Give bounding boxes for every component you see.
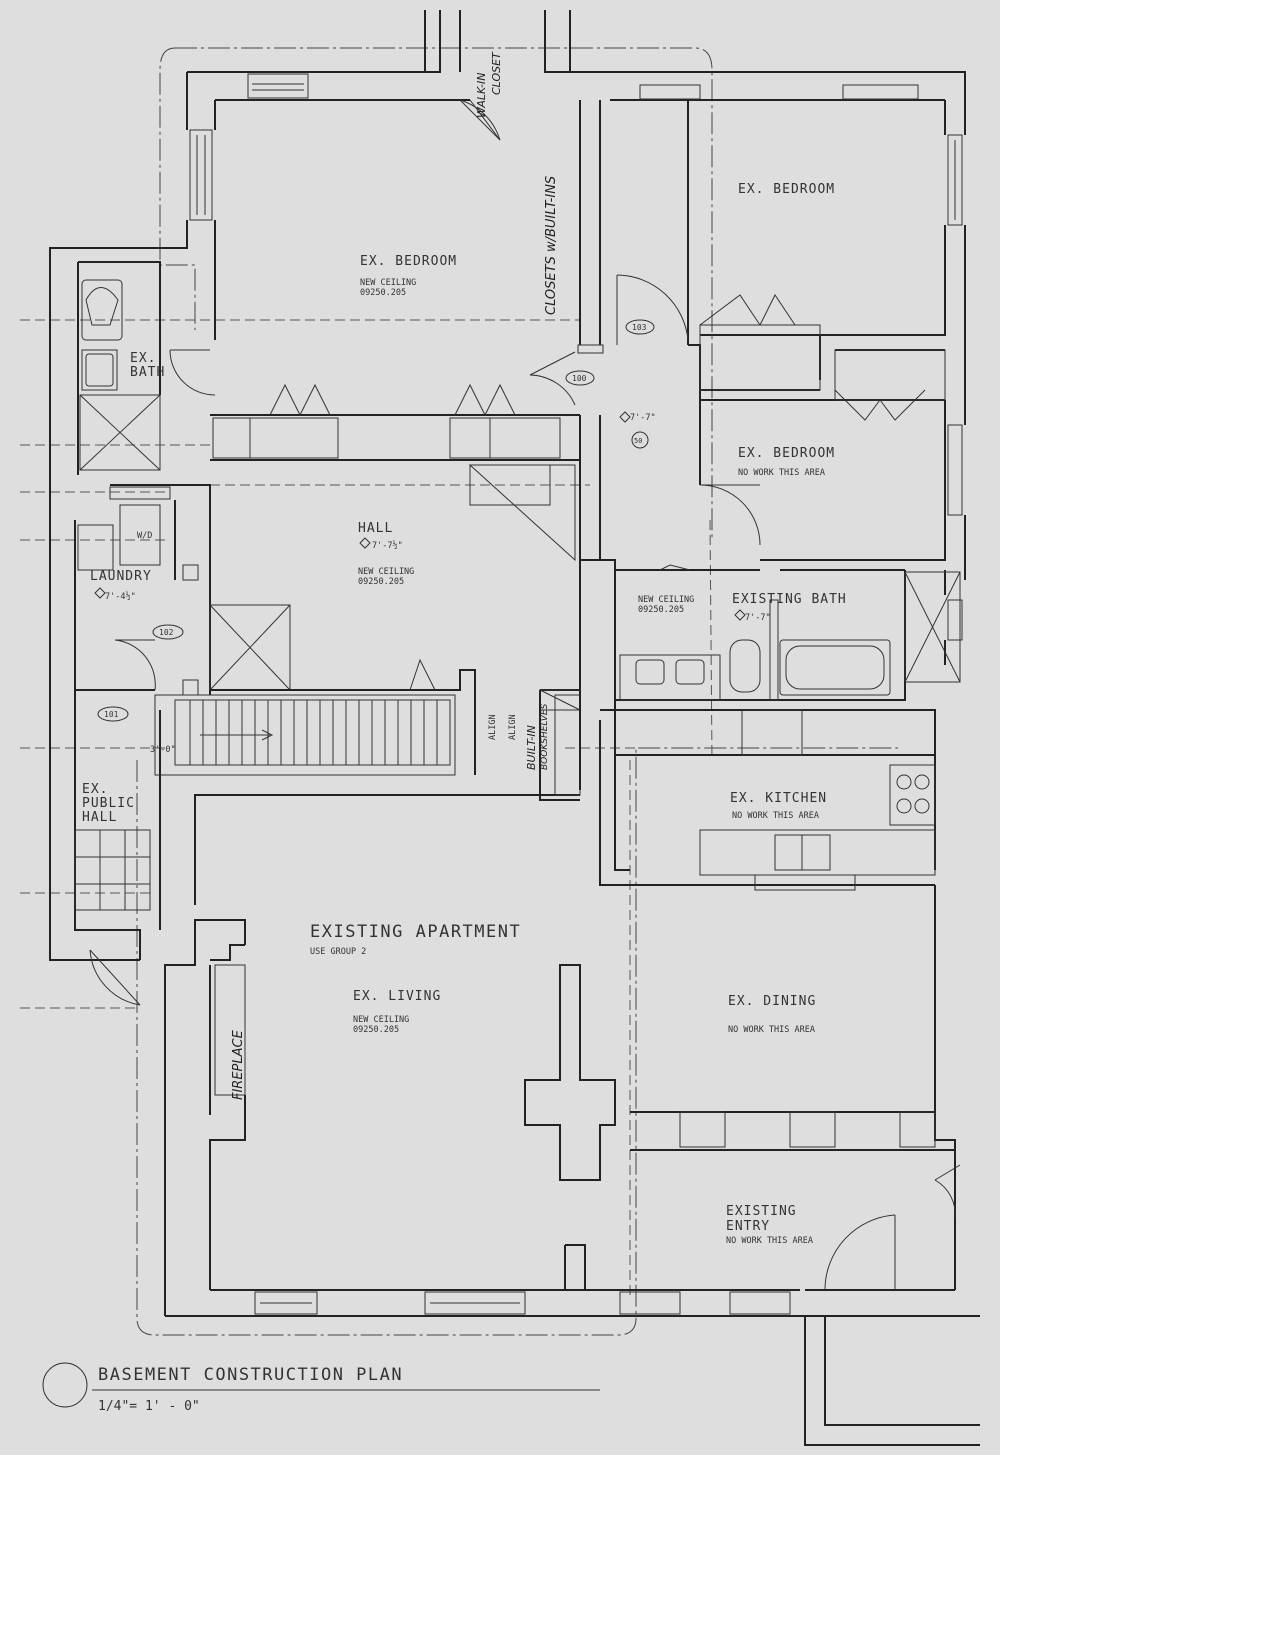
tag-103: 103 bbox=[632, 323, 647, 332]
hall-note2: 09250.205 bbox=[358, 577, 404, 587]
kitchen-note: NO WORK THIS AREA bbox=[732, 811, 819, 821]
dimension-label: 3'-0" bbox=[150, 745, 176, 755]
tag-101: 101 bbox=[104, 710, 119, 719]
entry-name2: ENTRY bbox=[726, 1219, 770, 1234]
bedroom-ne-name: EX. BEDROOM bbox=[738, 182, 835, 197]
bedroom-e-note: NO WORK THIS AREA bbox=[738, 468, 825, 478]
tag-102: 102 bbox=[159, 628, 174, 637]
stair-treads bbox=[189, 700, 438, 765]
bath-w-name2: BATH bbox=[130, 365, 165, 380]
fireplace-label: FIREPLACE bbox=[231, 1029, 246, 1100]
walk-in-label: WALK-IN bbox=[475, 72, 488, 118]
rotated-labels: FIREPLACE CLOSETS w/BUILT-INS WALK-IN CL… bbox=[231, 51, 559, 1100]
apartment-name: EXISTING APARTMENT bbox=[310, 922, 521, 942]
existing-bath-name: EXISTING BATH bbox=[732, 592, 847, 607]
apartment-note: USE GROUP 2 bbox=[310, 947, 366, 957]
entry-note: NO WORK THIS AREA bbox=[726, 1236, 813, 1246]
bedroom-e-name: EX. BEDROOM bbox=[738, 446, 835, 461]
title-block: BASEMENT CONSTRUCTION PLAN 1/4"= 1' - 0" bbox=[42, 1362, 600, 1414]
laundry-elev: 7'-4½" bbox=[105, 591, 136, 602]
boundary-lines bbox=[20, 47, 898, 1336]
bedroom-nw-note2: 09250.205 bbox=[360, 288, 406, 298]
entry-name1: EXISTING bbox=[726, 1204, 797, 1219]
built-in-label: BUILT-IN bbox=[525, 725, 538, 770]
elevation-markers bbox=[94, 411, 746, 621]
bath-w-name1: EX. bbox=[130, 351, 156, 366]
bedroom-nw-name: EX. BEDROOM bbox=[360, 254, 457, 269]
exterior-walls bbox=[49, 10, 980, 1446]
room-labels: EX. BEDROOM NEW CEILING 09250.205 EX. BE… bbox=[82, 182, 847, 1246]
closets-label: CLOSETS w/BUILT-INS bbox=[544, 176, 559, 315]
align-label-1: ALIGN bbox=[488, 714, 498, 740]
tag-100: 100 bbox=[572, 374, 587, 383]
hall-note1: NEW CEILING bbox=[358, 567, 414, 577]
kitchen-name: EX. KITCHEN bbox=[730, 791, 827, 806]
living-name: EX. LIVING bbox=[353, 989, 441, 1004]
door-swings bbox=[89, 99, 961, 1291]
living-note1: NEW CEILING bbox=[353, 1015, 409, 1025]
hall-elev: 7'-7½" bbox=[372, 540, 403, 551]
drawing-number-circle bbox=[42, 1362, 88, 1408]
bedroom-nw-note1: NEW CEILING bbox=[360, 278, 416, 288]
drawing-sheet: EX. BEDROOM NEW CEILING 09250.205 EX. BE… bbox=[0, 0, 1000, 1455]
hall-name: HALL bbox=[358, 521, 393, 536]
plan-scale: 1/4"= 1' - 0" bbox=[98, 1399, 200, 1414]
existing-bath-note2: 09250.205 bbox=[638, 605, 684, 615]
dining-name: EX. DINING bbox=[728, 994, 816, 1009]
corridor-elev: 7'-7" bbox=[630, 413, 656, 423]
public-hall-name3: HALL bbox=[82, 810, 117, 825]
public-hall-name2: PUBLIC bbox=[82, 796, 135, 811]
west-bath-fixtures bbox=[81, 279, 123, 391]
interior-walls bbox=[74, 100, 961, 1290]
laundry-name: LAUNDRY bbox=[90, 569, 152, 584]
existing-bath-elev: 7'-7" bbox=[745, 613, 771, 623]
floor-plan: EX. BEDROOM NEW CEILING 09250.205 EX. BE… bbox=[20, 10, 980, 1446]
door-tags: 103 100 50 102 101 bbox=[97, 319, 655, 722]
plan-title: BASEMENT CONSTRUCTION PLAN bbox=[98, 1365, 403, 1385]
dining-note: NO WORK THIS AREA bbox=[728, 1025, 815, 1035]
align-label-2: ALIGN bbox=[508, 714, 518, 740]
public-hall-name1: EX. bbox=[82, 782, 108, 797]
closet-label: CLOSET bbox=[490, 51, 503, 95]
existing-bath-note1: NEW CEILING bbox=[638, 595, 694, 605]
bookshelves-label: BOOKSHELVES bbox=[540, 703, 550, 770]
washer-dryer-label: W/D bbox=[137, 531, 152, 541]
tag-50: 50 bbox=[634, 437, 642, 445]
living-note2: 09250.205 bbox=[353, 1025, 399, 1035]
